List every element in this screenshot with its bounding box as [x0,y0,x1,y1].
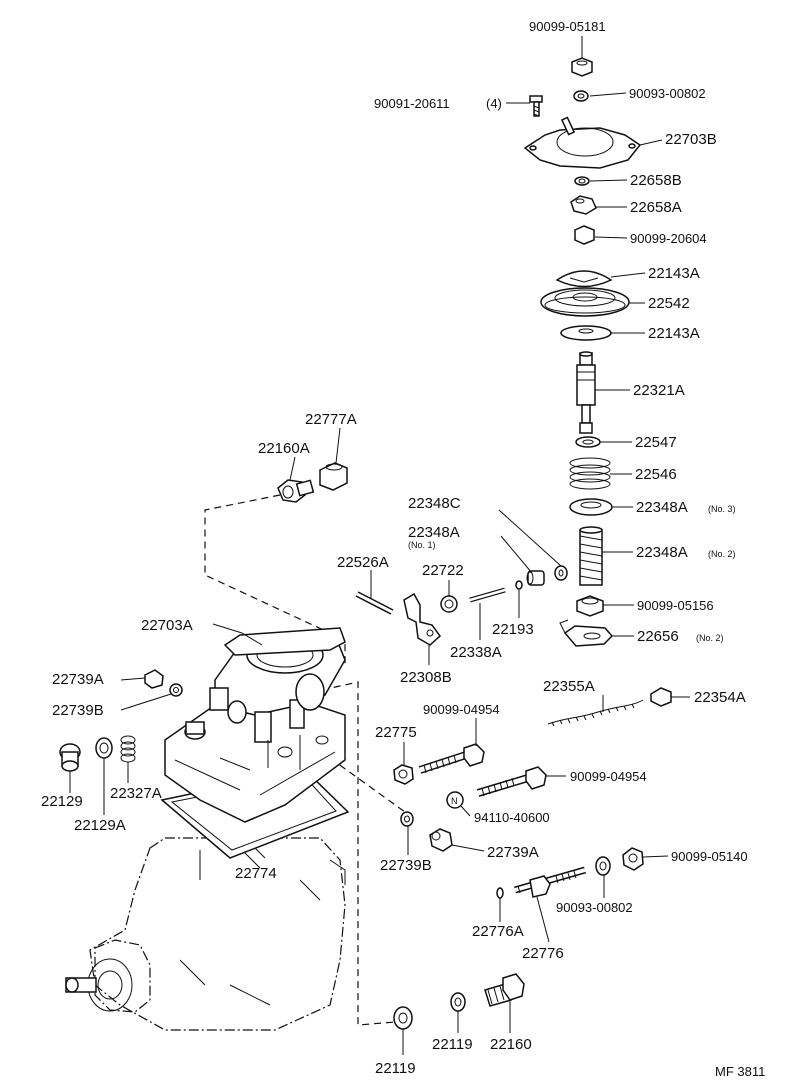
assembly-dashed-lines [204,494,406,1026]
leader-lines [69,36,690,1055]
label-22354A: 22354A [694,689,746,706]
label-22338A: 22338A [450,644,502,661]
label-no3: (No. 3) [708,504,736,514]
label-22355A: 22355A [543,678,595,695]
label-22656: 22656 [637,628,679,645]
label-22193: 22193 [492,621,534,638]
label-22348A-no3: 22348A [636,499,688,516]
label-22348A-no1: 22348A [408,524,460,541]
label-22739A-right: 22739A [487,844,539,861]
label-90099-05181: 90099-05181 [529,19,606,34]
label-22348C: 22348C [408,495,461,512]
label-22321A: 22321A [633,382,685,399]
label-94110-40600: 94110-40600 [474,810,550,825]
lower-parts: N [393,687,672,1030]
label-22160: 22160 [490,1036,532,1053]
label-90099-20604: 90099-20604 [630,231,707,246]
label-90099-04954-a: 90099-04954 [423,702,500,717]
label-22119-a: 22119 [375,1060,416,1077]
label-qty-4: (4) [486,96,502,111]
label-22327A: 22327A [110,785,162,802]
label-90099-05156: 90099-05156 [637,598,714,613]
label-22308B: 22308B [400,669,452,686]
part-labels: 90099-05181 90093-00802 90091-20611 (4) … [41,19,765,1079]
label-90099-04954-b: 90099-04954 [570,769,647,784]
label-22703A: 22703A [141,617,193,634]
label-90093-00802-top: 90093-00802 [629,86,706,101]
label-22129A: 22129A [74,817,126,834]
label-22703B: 22703B [665,131,717,148]
label-22775: 22775 [375,724,417,741]
top-stack-parts [523,57,642,647]
label-22119-b: 22119 [432,1036,473,1053]
svg-text:N: N [451,796,458,806]
label-22739B-left: 22739B [52,702,104,719]
label-22658B: 22658B [630,172,682,189]
label-22143A-top: 22143A [648,265,700,282]
label-22776: 22776 [522,945,564,962]
label-22542: 22542 [648,295,690,312]
label-22777A: 22777A [305,411,357,428]
label-22547: 22547 [635,434,677,451]
label-22722: 22722 [422,562,464,579]
label-22546: 22546 [635,466,677,483]
diagram-code: MF 3811 [715,1064,765,1079]
label-22160A: 22160A [258,440,310,457]
label-no2: (No. 2) [708,549,736,559]
label-22143A-bottom: 22143A [648,325,700,342]
label-22739B-right: 22739B [380,857,432,874]
label-22776A: 22776A [472,923,524,940]
label-22526A: 22526A [337,554,389,571]
label-90099-05140: 90099-05140 [671,849,748,864]
injection-pump-body [65,837,346,1031]
label-no1: (No. 1) [408,540,436,550]
label-90093-00802-bottom: 90093-00802 [556,900,633,915]
label-90091-20611: 90091-20611 [374,96,450,111]
label-no2-22656: (No. 2) [696,633,724,643]
label-22774: 22774 [235,865,277,882]
governor-cover-22703A [164,627,346,823]
label-22348A-no2: 22348A [636,544,688,561]
label-22739A-left: 22739A [52,671,104,688]
label-22658A: 22658A [630,199,682,216]
label-22129: 22129 [41,793,83,810]
mid-parts [59,462,568,772]
